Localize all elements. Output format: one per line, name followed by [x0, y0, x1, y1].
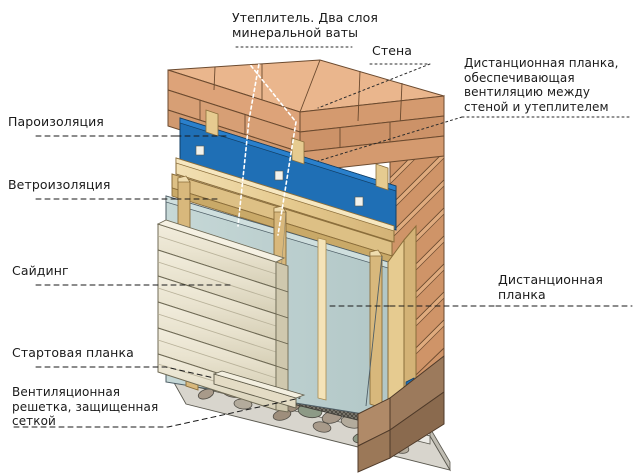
leader-vent-grate	[13, 397, 301, 428]
label-sajding: Сайдинг	[12, 263, 69, 278]
label-sajding-line-1: Сайдинг	[12, 263, 69, 278]
leader-starter-strip	[35, 366, 215, 379]
cut-edge-line	[365, 255, 383, 407]
siding-panels	[156, 219, 289, 413]
label-distancionnaya-planka-line-1: Дистанционная	[498, 272, 603, 287]
label-startovaya-planka: Стартовая планка	[12, 345, 134, 360]
label-stena-line-1: Стена	[372, 43, 413, 58]
leader-lines	[13, 46, 633, 428]
spacer-battens-upper	[205, 109, 389, 191]
label-vetroizolyaciya-line-1: Ветроизоляция	[8, 177, 111, 192]
label-paroizolyaciya: Пароизоляция	[8, 114, 104, 129]
label-ventilyacionnaya-reshetka-line-2: решетка, защищенная	[12, 399, 159, 414]
label-distancionnaya-planka-ventilyaciya-line-2: обеспечивающая	[464, 70, 575, 85]
label-uteplitel-line-2: минеральной ваты	[232, 25, 359, 40]
leader-spacer-1	[317, 116, 463, 162]
label-distancionnaya-planka-ventilyaciya-line-4: стеной и утеплителем	[464, 99, 609, 114]
label-startovaya-planka-line-1: Стартовая планка	[12, 345, 134, 360]
label-paroizolyaciya-line-1: Пароизоляция	[8, 114, 104, 129]
label-uteplitel-line-1: Утеплитель. Два слоя	[232, 10, 378, 25]
label-distancionnaya-planka-line-2: планка	[498, 287, 546, 302]
label-ventilyacionnaya-reshetka-line-3: сеткой	[12, 414, 56, 428]
starter-strip	[212, 370, 306, 409]
label-vetroizolyaciya: Ветроизоляция	[8, 177, 111, 192]
foundation-blocks	[357, 354, 445, 473]
vertical-batten-strip	[317, 237, 327, 401]
leader-insulation-2	[237, 46, 263, 227]
label-stena: Стена	[372, 43, 412, 58]
leader-insulation-1	[235, 46, 297, 236]
label-distancionnaya-planka-ventilyaciya-line-3: вентиляцию между	[464, 85, 591, 99]
leader-wall-1	[317, 63, 431, 109]
vapor-barrier-layer	[179, 117, 397, 231]
label-ventilyacionnaya-reshetka-line-1: Вентиляционная	[12, 385, 121, 399]
label-distancionnaya-planka-ventilyaciya-line-1: Дистанционная планка,	[464, 56, 619, 70]
